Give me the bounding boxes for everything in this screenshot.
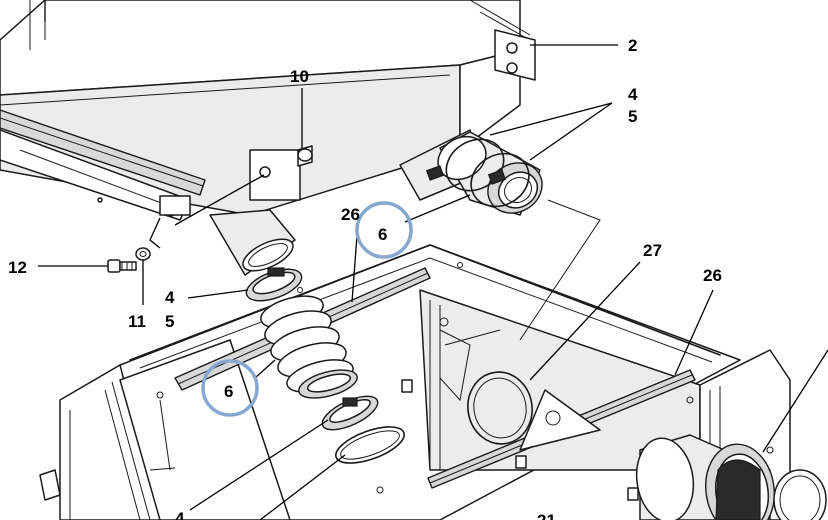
label-27: 27 [643,241,662,260]
bolt-10 [297,148,313,162]
label-4-middle: 4 [165,288,175,307]
label-2: 2 [628,36,637,55]
label-5-upper: 5 [628,107,637,126]
label-26-center: 26 [341,205,360,224]
nut-11 [135,247,151,261]
upper-housing [0,0,536,276]
callout-ring-upper [355,201,413,259]
label-12: 12 [8,258,27,277]
upper-hose-assembly [425,131,543,216]
label-21: 21 [537,511,556,520]
label-26-right: 26 [703,266,722,285]
bolt-12 [107,259,137,273]
label-5-middle: 5 [165,312,174,331]
label-4-upper: 4 [628,85,638,104]
seal-ring-27 [467,371,533,445]
right-duct-assembly [627,434,827,520]
label-11: 11 [128,312,146,331]
bellows-hose [245,267,405,464]
label-6-upper: 6 [378,225,387,244]
label-6-lower: 6 [224,382,233,401]
label-4-lower: 4 [175,509,185,520]
label-10: 10 [290,67,309,86]
callout-ring-lower [201,359,259,417]
part-labels: 2 4 5 10 26 6 27 26 12 4 5 11 6 4 21 [8,36,722,520]
